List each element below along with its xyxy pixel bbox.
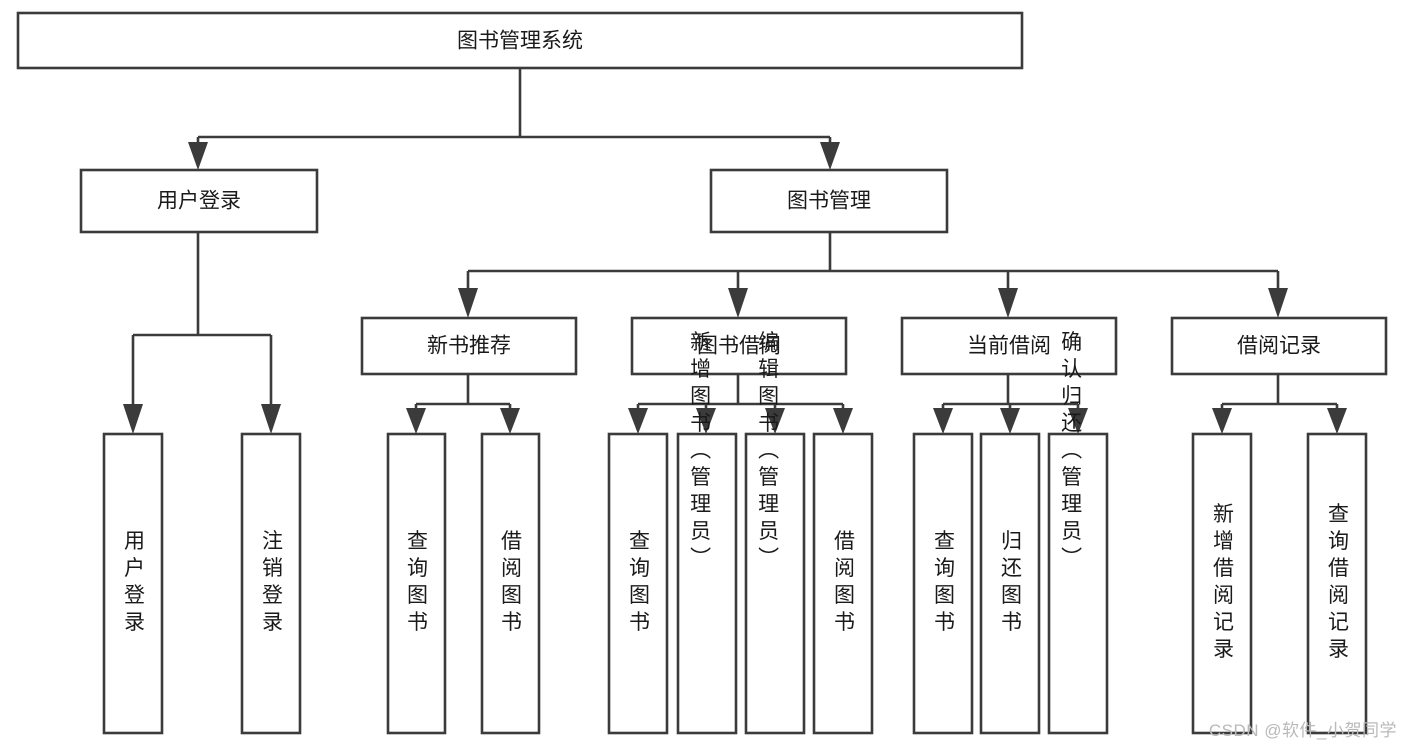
connector-group-new-book-recommend [406, 374, 520, 434]
node-book-manage-box[interactable] [709, 168, 949, 234]
node-current-borrow[interactable]: 当前借阅 [900, 316, 1118, 376]
connector-group-book-borrow [628, 374, 853, 434]
node-leaf-confirm-return[interactable]: 确认归还（管理员） [1047, 331, 1109, 735]
node-leaf-query-record[interactable]: 查询借阅记录 [1306, 432, 1368, 735]
arrow-icon-to-leaf-user-login [123, 404, 143, 434]
arrow-icon-to-new-book-recommend [458, 288, 478, 318]
node-leaf-return-book[interactable]: 归还图书 [979, 432, 1041, 735]
node-leaf-logout-box[interactable] [240, 432, 302, 735]
node-leaf-return-book-box[interactable] [979, 432, 1041, 735]
node-leaf-query-book-3[interactable]: 查询图书 [912, 432, 974, 735]
node-leaf-query-book-1[interactable]: 查询图书 [386, 432, 447, 735]
node-leaf-borrow-book-1-label: 借阅图书 [499, 530, 523, 638]
node-leaf-add-record-label: 新增借阅记录 [1211, 503, 1235, 665]
node-new-book-recommend[interactable]: 新书推荐 [360, 316, 578, 376]
arrow-icon-to-leaf-confirm-return [1068, 408, 1088, 434]
arrow-icon-to-leaf-query-record [1327, 408, 1347, 434]
node-borrow-record-label: 借阅记录 [1237, 335, 1321, 358]
node-leaf-edit-book[interactable]: 编辑图书（管理员） [744, 331, 806, 735]
node-leaf-query-book-3-label: 查询图书 [932, 530, 956, 638]
node-leaf-logout[interactable]: 注销登录 [240, 432, 302, 735]
node-leaf-add-record[interactable]: 新增借阅记录 [1191, 432, 1253, 735]
node-book-borrow[interactable]: 图书借阅 [630, 316, 848, 376]
arrow-icon-to-leaf-logout [261, 404, 281, 434]
node-leaf-borrow-book-2[interactable]: 借阅图书 [812, 432, 874, 735]
arrow-icon-to-leaf-borrow-book-2 [833, 408, 853, 434]
arrow-icon-to-leaf-add-book [696, 408, 716, 434]
node-leaf-borrow-book-2-box[interactable] [812, 432, 874, 735]
node-root-box[interactable] [16, 11, 1024, 70]
arrow-icon-to-borrow-record [1268, 288, 1288, 318]
node-leaf-query-book-2-label: 查询图书 [627, 530, 651, 638]
node-new-book-recommend-box[interactable] [360, 316, 578, 376]
node-book-manage-label: 图书管理 [787, 190, 871, 213]
node-book-borrow-box[interactable] [630, 316, 848, 376]
node-leaf-borrow-book-1[interactable]: 借阅图书 [480, 432, 541, 735]
connector-group-borrow-record [1212, 374, 1347, 434]
node-borrow-record-box[interactable] [1170, 316, 1388, 376]
node-user-login[interactable]: 用户登录 [79, 168, 319, 234]
node-leaf-return-book-label: 归还图书 [999, 530, 1023, 638]
node-root[interactable]: 图书管理系统 [16, 11, 1024, 70]
node-current-borrow-box[interactable] [900, 316, 1118, 376]
node-book-manage[interactable]: 图书管理 [709, 168, 949, 234]
node-leaf-edit-book-label: 编辑图书（管理员） [756, 331, 780, 574]
node-leaf-add-book-label: 新增图书（管理员） [688, 331, 712, 574]
node-current-borrow-label: 当前借阅 [967, 335, 1051, 358]
arrow-icon-to-leaf-return-book [1000, 408, 1020, 434]
node-leaf-confirm-return-box[interactable] [1047, 432, 1109, 735]
node-leaf-query-book-3-box[interactable] [912, 432, 974, 735]
arrow-icon-to-leaf-edit-book [765, 408, 785, 434]
node-leaf-query-book-2[interactable]: 查询图书 [607, 432, 669, 735]
node-borrow-record[interactable]: 借阅记录 [1170, 316, 1388, 376]
node-leaf-edit-book-box[interactable] [744, 432, 806, 735]
node-leaf-user-login-box[interactable] [102, 432, 164, 735]
node-leaf-query-book-2-box[interactable] [607, 432, 669, 735]
connector-group-book-manage [458, 232, 1288, 318]
arrow-icon-to-current-borrow [998, 288, 1018, 318]
node-leaf-logout-label: 注销登录 [260, 530, 284, 638]
node-leaf-query-record-box[interactable] [1306, 432, 1368, 735]
arrow-icon-to-leaf-add-record [1212, 408, 1232, 434]
arrow-icon-to-book-borrow [728, 288, 748, 318]
node-leaf-user-login-label: 用户登录 [122, 530, 146, 638]
arrow-icon-to-leaf-query-book-2 [628, 408, 648, 434]
node-leaf-confirm-return-label: 确认归还（管理员） [1059, 331, 1083, 574]
node-user-login-label: 用户登录 [157, 190, 241, 213]
arrow-icon-root-to-user-login [188, 142, 208, 170]
node-leaf-borrow-book-2-label: 借阅图书 [832, 530, 856, 638]
node-leaf-query-book-1-box[interactable] [386, 432, 447, 735]
arrow-icon-to-leaf-query-book-1 [406, 408, 426, 434]
node-leaf-add-book[interactable]: 新增图书（管理员） [676, 331, 738, 735]
node-root-label: 图书管理系统 [457, 30, 583, 53]
node-leaf-add-book-box[interactable] [676, 432, 738, 735]
node-leaf-add-record-box[interactable] [1191, 432, 1253, 735]
node-leaf-user-login[interactable]: 用户登录 [102, 432, 164, 735]
node-leaf-borrow-book-1-box[interactable] [480, 432, 541, 735]
connector-group-current-borrow [933, 374, 1088, 434]
node-leaf-query-record-label: 查询借阅记录 [1326, 503, 1350, 665]
node-user-login-box[interactable] [79, 168, 319, 234]
connector-group-user-login [123, 232, 281, 434]
node-book-borrow-label: 图书借阅 [697, 335, 781, 358]
arrow-icon-root-to-book-manage [820, 142, 840, 170]
node-leaf-query-book-1-label: 查询图书 [405, 530, 429, 638]
arrow-icon-to-leaf-query-book-3 [933, 408, 953, 434]
connector-group-root [188, 68, 840, 170]
node-new-book-recommend-label: 新书推荐 [427, 335, 511, 358]
arrow-icon-to-leaf-borrow-book-1 [500, 408, 520, 434]
